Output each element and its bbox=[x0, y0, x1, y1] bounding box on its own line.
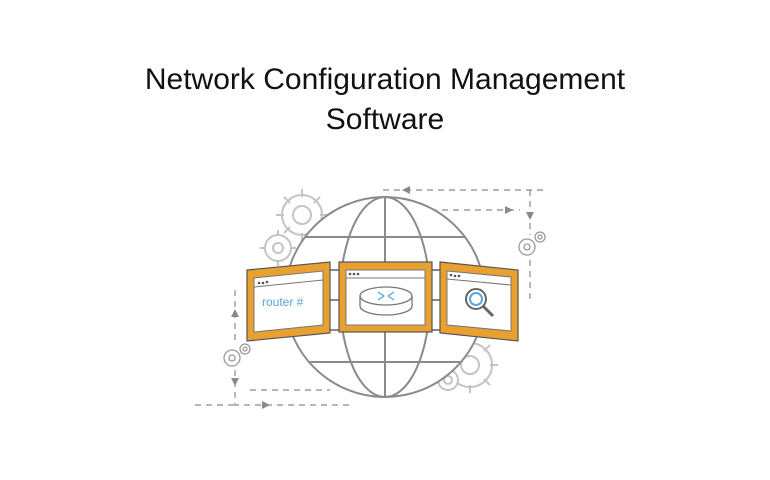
small-gears-right bbox=[518, 231, 546, 256]
small-gears-left bbox=[223, 343, 251, 367]
search-window bbox=[439, 261, 519, 342]
terminal-window-icon: router # bbox=[246, 261, 331, 342]
gear-icon bbox=[260, 230, 296, 266]
router-prompt-text: router # bbox=[262, 295, 304, 309]
router-window bbox=[338, 261, 433, 333]
router-icon bbox=[359, 286, 413, 316]
magnifier-icon bbox=[465, 288, 495, 318]
page-title: Network Configuration Management Softwar… bbox=[0, 60, 770, 140]
arrow-heads bbox=[231, 186, 534, 409]
gear-icon bbox=[276, 189, 328, 241]
title-line-1: Network Configuration Management bbox=[144, 63, 626, 96]
title-line-2: Software bbox=[325, 103, 445, 136]
